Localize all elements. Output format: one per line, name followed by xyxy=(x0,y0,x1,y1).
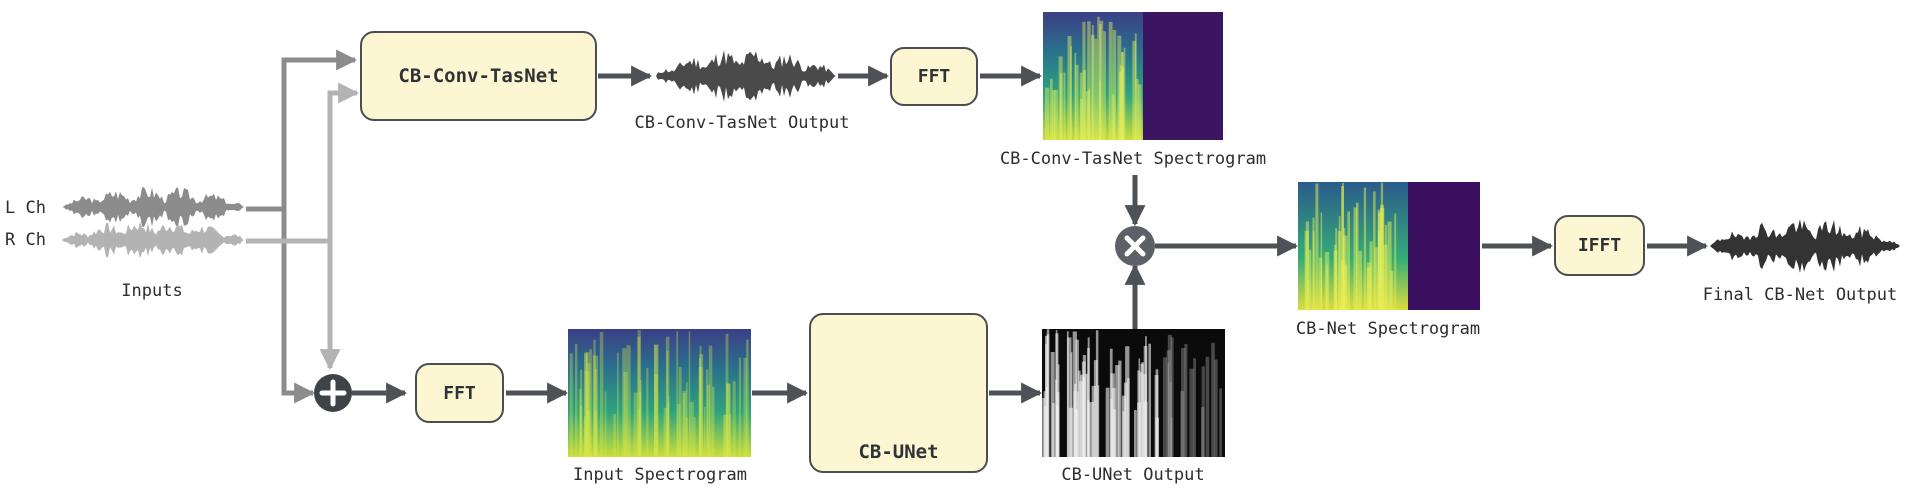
cb-conv-tasnet-spectrogram xyxy=(1043,12,1223,141)
left-channel-wire-to-sum xyxy=(281,209,316,404)
ifft-label: IFFT xyxy=(1577,235,1622,256)
final-output-caption: Final CB-Net Output xyxy=(1702,285,1898,305)
final-output-waveform xyxy=(1710,219,1900,273)
right-channel-waveform xyxy=(62,221,244,259)
cb-conv-tasnet-block: CB-Conv-TasNet xyxy=(360,31,597,121)
left-channel-label: L Ch xyxy=(5,198,46,218)
cb-conv-tasnet-output-caption: CB-Conv-TasNet Output xyxy=(634,113,850,133)
cb-conv-tasnet-label: CB-Conv-TasNet xyxy=(398,65,559,87)
cb-conv-tasnet-spectrogram-caption: CB-Conv-TasNet Spectrogram xyxy=(999,149,1267,169)
right-channel-label: R Ch xyxy=(5,230,46,250)
cb-unet-output-caption: CB-UNet Output xyxy=(1061,465,1205,485)
input-spectrogram xyxy=(568,329,751,457)
cb-unet-label: CB-UNet xyxy=(858,441,939,463)
inputs-caption: Inputs xyxy=(121,281,183,301)
times-circle-icon xyxy=(1115,226,1155,266)
fft-label-bottom: FFT xyxy=(443,382,476,404)
ifft-block: IFFT xyxy=(1554,215,1645,276)
cb-net-spectrogram-caption: CB-Net Spectrogram xyxy=(1295,319,1481,339)
fft-block-top: FFT xyxy=(890,47,978,106)
input-spectrogram-caption: Input Spectrogram xyxy=(573,465,747,485)
right-channel-wire xyxy=(246,82,360,244)
cb-unet-block: CB-UNet xyxy=(809,313,988,473)
cb-net-spectrogram xyxy=(1298,182,1480,310)
plus-circle-icon xyxy=(314,374,352,412)
cb-unet-output-mask xyxy=(1042,329,1225,457)
fft-block-bottom: FFT xyxy=(415,363,504,423)
fft-label-top: FFT xyxy=(917,66,951,87)
cb-conv-tasnet-output-waveform xyxy=(656,49,836,103)
left-channel-wire xyxy=(246,49,358,212)
left-channel-waveform xyxy=(62,187,244,227)
